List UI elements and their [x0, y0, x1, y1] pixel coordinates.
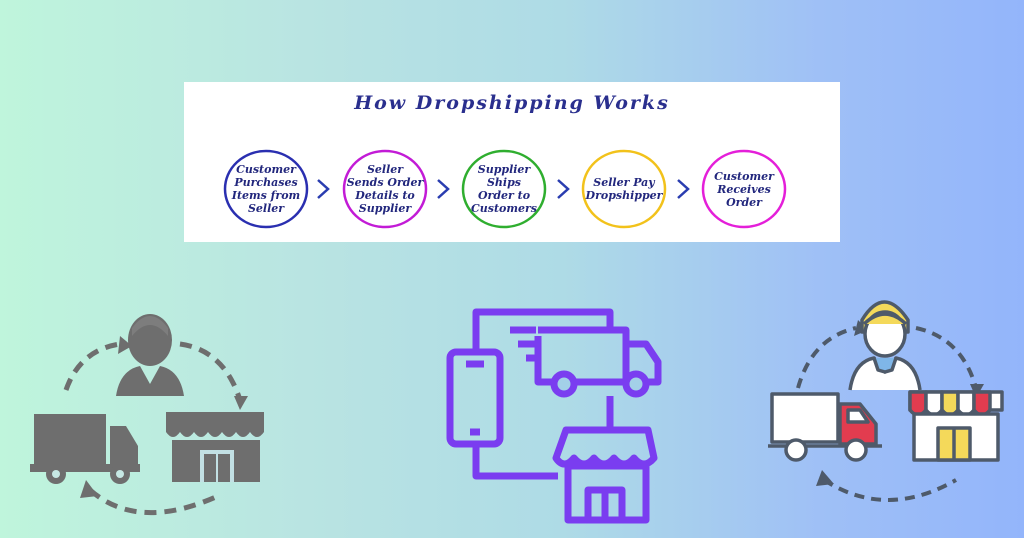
step-ring [581, 149, 667, 229]
step-2: Seller Sends Order Details to Supplier [341, 148, 429, 230]
cycle-arrows [63, 341, 243, 515]
dropshipping-steps-panel: How Dropshipping Works Customer Purchase… [184, 82, 840, 242]
step-3-label: Supplier Ships Order to Customers [471, 163, 537, 215]
step-3: Supplier Ships Order to Customers [460, 148, 548, 230]
right-dropship-cycle-illustration [768, 300, 1004, 502]
step-ring [223, 149, 309, 229]
chevron-right-icon [557, 179, 570, 199]
step-2-label: Seller Sends Order Details to Supplier [346, 163, 424, 215]
diagram-title: How Dropshipping Works [354, 92, 670, 114]
step-ring [461, 149, 547, 229]
left-dropship-cycle-illustration [30, 314, 264, 515]
delivery-truck-icon [30, 414, 140, 484]
person-icon [116, 314, 184, 396]
storefront-icon [166, 412, 264, 482]
step-4: Seller Pay Dropshipper [580, 148, 668, 230]
storefront-icon [908, 390, 1004, 462]
smartphone-icon [446, 348, 504, 448]
center-ecommerce-illustration [446, 308, 662, 524]
step-4-label: Seller Pay Dropshipper [585, 176, 663, 202]
step-5: Customer Receives Order [700, 148, 788, 230]
cycle-arrows [796, 326, 978, 502]
chevron-right-icon [317, 179, 330, 199]
chevron-right-icon [437, 179, 450, 199]
step-5-label: Customer Receives Order [714, 169, 774, 209]
storefront-icon [552, 426, 658, 524]
person-icon [848, 300, 922, 391]
delivery-truck-icon [768, 392, 882, 462]
chevron-right-icon [677, 179, 690, 199]
step-ring [342, 149, 428, 229]
step-ring [701, 149, 787, 229]
step-1-label: Customer Purchases Items from Seller [231, 163, 301, 215]
fast-truck-icon [510, 326, 662, 398]
step-1: Customer Purchases Items from Seller [222, 148, 310, 230]
